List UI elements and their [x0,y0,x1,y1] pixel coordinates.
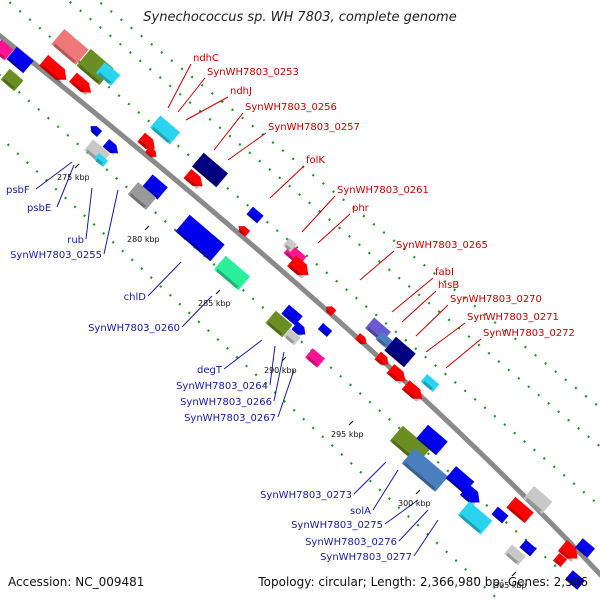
gene-feature [291,321,306,337]
gene-label: fabI [435,267,454,278]
gene-feature [506,496,534,524]
tick-label: 295 kbp [331,430,364,439]
gene-feature [191,152,229,188]
gene-feature [127,182,157,210]
gene-feature [51,29,89,65]
gene-feature [6,46,34,74]
gene-features [0,29,595,590]
gene-label: SynWH7803_0272 [483,328,575,339]
tick-label: 280 kbp [127,235,160,244]
gene-feature [183,168,203,190]
gene-label: SynWH7803_0257 [268,122,360,133]
gene-label: rub [67,235,84,246]
gene-label: SynWH7803_0270 [450,294,542,305]
gene-feature [575,538,595,558]
gene-label: psbE [27,203,51,214]
gene-feature [68,72,92,96]
tick-label: 285 kbp [198,299,231,308]
gene-label: SynWH7803_0276 [305,537,397,548]
gene-feature [354,333,367,345]
gene-feature [213,255,251,291]
tick-label: 275 kbp [57,173,90,182]
gene-label: degT [197,365,223,376]
accession-text: Accession: NC_009481 [8,575,145,589]
gene-label: psbF [6,185,30,196]
gene-label: SynWH7803_0275 [291,520,383,531]
gene-feature [287,255,309,279]
gene-label: SynWH7803_0264 [176,381,268,392]
gene-feature [238,226,251,237]
gene-label: folK [306,155,325,166]
gene-feature [142,174,168,200]
gene-feature [90,126,103,137]
gene-feature [281,304,303,326]
label-leader-lines [35,63,482,557]
gene-feature [386,363,406,385]
gene-label: hisB [438,280,459,291]
gene-feature [317,323,333,337]
gene-label: SynWH7803_0273 [260,490,352,501]
gene-label: solA [350,506,371,517]
gene-feature [246,206,264,224]
gene-feature [282,237,298,253]
gene-feature [374,351,389,367]
topology-text: Topology: circular; Length: 2,366,980 bp… [258,575,588,589]
gene-label: phr [352,203,370,214]
gene-feature [557,540,578,562]
gene-feature [93,153,109,167]
gene-label: SynWH7803_0261 [337,185,429,196]
gene-label: SynWH7803_0266 [180,397,272,408]
tick-labels: 275 kbp 280 kbp 285 kbp 290 kbp 295 kbp 300 k… [57,163,527,590]
gene-feature [491,506,509,524]
gene-label: SynWH7803_0277 [320,552,412,563]
gene-feature [523,486,553,514]
gene-feature [401,380,423,402]
gene-feature [325,306,337,317]
gene-feature [565,570,585,590]
gene-label: SynWH7803_0265 [396,240,488,251]
gene-feature [459,484,480,506]
gene-labels-red: ndhC SynWH7803_0253 ndhJ SynWH7803_0256SynW… [193,53,575,339]
gene-label: SynWH7803_0253 [207,67,299,78]
gene-feature [305,348,325,368]
gene-feature [552,552,568,568]
tick-label: 300 kbp [398,499,431,508]
map-title: Synechococcus sp. WH 7803, complete geno… [143,10,457,25]
tick-label: 290 kbp [264,366,297,375]
gene-feature [0,39,14,61]
gene-feature [416,424,448,456]
gene-feature [95,62,121,86]
gene-feature [420,374,440,392]
gene-label: SynWH7803_0256 [245,102,337,113]
gene-feature [504,544,526,566]
gene-feature [0,68,24,92]
gene-feature [265,310,293,338]
gene-label: chlD [124,292,147,303]
gene-feature [401,448,449,492]
gene-feature [144,146,157,158]
gene-label: SynWH7803_0255 [10,250,102,261]
gene-feature [175,214,225,262]
gene-feature [283,328,301,346]
dotted-track [65,0,600,448]
gene-feature [39,54,67,84]
gene-label: SynWH7803_0271 [467,312,559,323]
gene-feature [149,115,181,145]
gene-feature [375,331,393,349]
gene-feature [457,501,493,535]
gene-feature [519,539,537,557]
gene-feature [384,336,416,368]
gene-label: ndhJ [230,86,252,97]
gene-label: SynWH7803_0260 [88,323,180,334]
gene-label: ndhC [193,53,219,64]
gene-feature [102,139,119,156]
tick-label: 305 kbp [494,581,527,590]
gene-label: SynWH7803_0267 [184,413,276,424]
